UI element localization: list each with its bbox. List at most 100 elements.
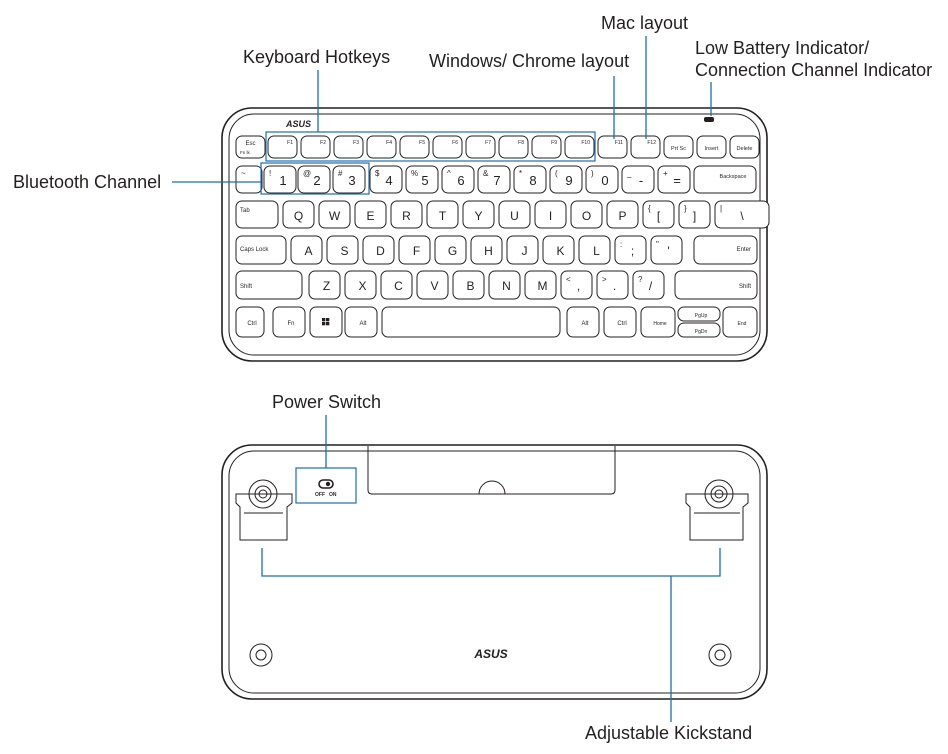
hotkeys-bracket (265, 131, 596, 162)
key-label-sym: . (613, 279, 616, 293)
key-i (534, 200, 567, 229)
key-num-2 (297, 165, 331, 194)
key-fn (272, 306, 306, 338)
key-label-m: M (538, 279, 548, 293)
key-label-esc: Esc (245, 141, 255, 147)
key-label-tab: Tab (240, 208, 250, 214)
key-label-sym: ; (631, 244, 634, 258)
key-caps-lock (235, 235, 287, 265)
callout-adjustable-kickstand: Adjustable Kickstand (585, 723, 752, 743)
key-label-alt: Alt (359, 321, 366, 327)
bottom-brand-logo: ASUS (473, 647, 507, 661)
key-label-d: D (376, 244, 385, 258)
key-label-w: W (329, 209, 341, 223)
key-label-n: N (502, 279, 511, 293)
key-b (452, 270, 485, 300)
key-num-3 (332, 165, 366, 194)
key-ctrl-right (603, 306, 637, 338)
key-num-0 (585, 165, 619, 194)
key-label-ctrl: Ctrl (247, 321, 256, 327)
key-a (290, 235, 323, 265)
key-end (722, 306, 758, 338)
bottom-inner-shell (228, 450, 761, 694)
key-label-h: H (484, 244, 493, 258)
key-sym (596, 270, 629, 300)
key-label-enter: Enter (737, 247, 751, 253)
key-shift-right (674, 270, 758, 300)
key-shift-sym: ? (638, 275, 643, 284)
key-label-3: 3 (348, 173, 355, 188)
key-shift-sym: $ (375, 169, 380, 178)
key-label-9: 9 (565, 173, 572, 188)
key-f9 (531, 135, 562, 159)
key-label-f3: F3 (353, 140, 359, 146)
right-kickstand-hinge (685, 479, 749, 541)
key-shift-sym: & (483, 169, 489, 178)
key-s (326, 235, 359, 265)
key-e (354, 200, 387, 229)
callout-power-switch: Power Switch (272, 392, 381, 412)
windows-logo-icon (322, 318, 326, 322)
windows-logo-icon (326, 322, 330, 326)
key-label-sym: / (649, 279, 653, 293)
key-shift-sym: * (519, 169, 522, 178)
key-f1 (267, 135, 298, 159)
key-shift-sym: ( (555, 169, 558, 178)
key-shift-sym: ! (269, 169, 271, 178)
key-label-f4: F4 (386, 140, 392, 146)
key-label-s: S (340, 244, 348, 258)
kickstand-notch (478, 480, 506, 495)
key-label-l: L (593, 244, 600, 258)
key-label-sym: \ (740, 209, 744, 223)
key-label-f7: F7 (485, 140, 491, 146)
key-num-backspace (693, 165, 757, 194)
key-shift-sym: _ (626, 169, 632, 178)
key-label-a: A (304, 244, 312, 258)
key-num-7 (477, 165, 511, 194)
key-num-6 (441, 165, 475, 194)
key-label-r: R (402, 209, 411, 223)
key-label-p: P (618, 209, 626, 223)
key-label-j: J (522, 244, 528, 258)
key-label-shift: Shift (240, 284, 252, 290)
key-sym (560, 270, 593, 300)
callout-windows-chrome-layout: Windows/ Chrome layout (429, 51, 629, 71)
kickstand-slot (367, 446, 616, 495)
key-f2 (300, 135, 331, 159)
windows-logo-icon (322, 322, 326, 326)
key-label-f6: F6 (452, 140, 458, 146)
key-label-sym: , (577, 279, 580, 293)
key-sym (614, 235, 647, 265)
callout-labels: Keyboard Hotkeys Windows/ Chrome layout … (13, 13, 932, 743)
bottom-outer-shell (221, 444, 768, 700)
callout-mac-layout: Mac layout (601, 13, 688, 33)
key-label-f12: F12 (647, 140, 656, 146)
key-label-sym: ' (667, 244, 669, 258)
key-sym (632, 270, 665, 300)
key-shift-sym: @ (303, 169, 311, 178)
key-label-8: 8 (529, 173, 536, 188)
key-label-prt-sc: Prt Sc (671, 146, 686, 152)
key-v (416, 270, 449, 300)
key-label-x: X (358, 279, 366, 293)
key-label-1: 1 (279, 173, 286, 188)
key-w (318, 200, 351, 229)
key-label-shift: Shift (739, 284, 751, 290)
key-num-8 (513, 165, 547, 194)
key-d (362, 235, 395, 265)
key-pgdn (677, 322, 721, 338)
callout-keyboard-hotkeys: Keyboard Hotkeys (243, 47, 390, 67)
key-label-i: I (549, 209, 552, 223)
key-label-insert: Insert (705, 146, 719, 152)
key-n (488, 270, 521, 300)
key-label-g: G (448, 244, 457, 258)
key-q (282, 200, 315, 229)
key-num-sym (621, 165, 655, 194)
key-f4 (366, 135, 397, 159)
key-shift-sym: " (656, 240, 659, 249)
key-esc (235, 135, 266, 159)
key-ctrl (235, 306, 265, 338)
key-label-sym: [ (657, 209, 661, 223)
key-label-c: C (394, 279, 403, 293)
